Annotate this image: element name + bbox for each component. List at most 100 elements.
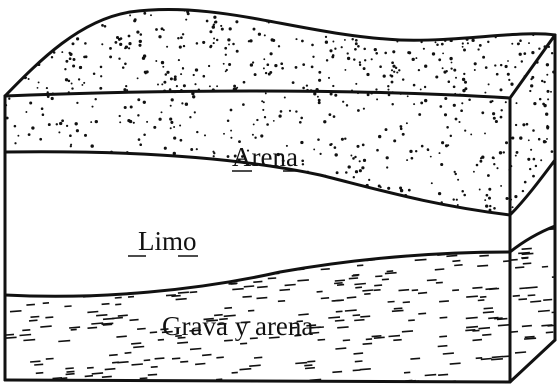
sand-dot — [278, 45, 280, 47]
gravel-dash — [140, 378, 148, 379]
sand-dot — [66, 194, 69, 197]
sand-dot — [438, 192, 441, 195]
gravel-dash — [332, 258, 342, 259]
gravel-dash — [73, 279, 80, 280]
sand-dot — [108, 212, 110, 214]
sand-dot — [55, 17, 57, 19]
sand-dot — [318, 71, 321, 74]
gravel-dash — [498, 325, 509, 326]
sand-dot — [307, 16, 309, 18]
sand-dot — [524, 59, 527, 62]
sand-dot — [142, 214, 144, 216]
gravel-dash — [96, 315, 107, 316]
sand-dot — [119, 115, 121, 117]
sand-dot — [549, 63, 552, 66]
sand-dot — [59, 165, 62, 168]
sand-dot — [533, 102, 536, 105]
sand-dot — [538, 138, 541, 141]
gravel-dash — [434, 251, 444, 252]
sand-dot — [304, 202, 306, 204]
sand-dot — [80, 66, 82, 68]
sand-dot — [69, 169, 71, 171]
sand-dot — [378, 135, 381, 138]
sand-dot — [533, 19, 536, 22]
sand-dot — [431, 182, 433, 184]
sand-dot — [28, 45, 30, 47]
sand-dot — [122, 66, 125, 69]
sand-dot — [406, 122, 408, 124]
gravel-dash — [172, 358, 180, 359]
sand-dot — [88, 156, 90, 158]
sand-dot — [391, 69, 393, 71]
sand-dot — [523, 52, 526, 55]
sand-dot — [124, 106, 127, 109]
sand-dot — [68, 52, 70, 54]
gravel-dash — [286, 251, 294, 252]
gravel-dash — [99, 256, 107, 257]
sand-dot — [64, 68, 66, 70]
sand-dot — [495, 26, 497, 28]
sand-dot — [435, 41, 437, 43]
gravel-dash — [102, 376, 112, 377]
sand-dot — [424, 65, 427, 68]
sand-dot — [499, 151, 502, 154]
sand-dot — [383, 74, 386, 77]
sand-dot — [64, 203, 66, 205]
gravel-dash — [34, 364, 43, 365]
gravel-dash — [519, 226, 530, 227]
gravel-dash — [514, 234, 521, 235]
sand-dot — [485, 204, 488, 207]
sand-dot — [453, 104, 456, 107]
gravel-dash — [144, 360, 151, 361]
sand-dot — [363, 67, 366, 70]
sand-dot — [281, 185, 284, 188]
sand-dot — [290, 201, 293, 204]
sand-dot — [269, 71, 272, 74]
sand-dot — [438, 58, 441, 61]
sand-dot — [180, 36, 183, 39]
sand-dot — [71, 11, 74, 14]
sand-dot — [382, 24, 384, 26]
sand-dot — [336, 171, 339, 174]
sand-dot — [230, 174, 232, 176]
sand-dot — [543, 104, 546, 107]
sand-dot — [202, 181, 205, 184]
sand-dot — [496, 73, 499, 76]
sand-dot — [500, 88, 503, 91]
gravel-dash — [318, 340, 326, 341]
sand-dot — [69, 134, 72, 137]
sand-dot — [448, 31, 451, 34]
sand-dot — [324, 205, 327, 208]
sand-dot — [195, 68, 198, 71]
sand-dot — [83, 82, 85, 84]
sand-dot — [324, 192, 326, 194]
gravel-dash — [206, 277, 212, 278]
sand-dot — [526, 65, 528, 67]
sand-dot — [149, 213, 152, 216]
sand-dot — [45, 26, 48, 29]
sand-dot — [455, 77, 457, 79]
gravel-dash — [219, 268, 231, 269]
gravel-dash — [337, 327, 348, 328]
sand-dot — [376, 149, 379, 152]
sand-dot — [375, 88, 377, 90]
gravel-dash — [404, 372, 410, 373]
sand-dot — [532, 175, 535, 178]
sand-dot — [487, 30, 490, 33]
sand-dot — [444, 97, 447, 100]
gravel-dash — [543, 300, 552, 301]
sand-dot — [361, 166, 364, 169]
gravel-dash — [87, 312, 98, 313]
gravel-dash — [335, 280, 345, 281]
gravel-dash — [7, 337, 17, 338]
sand-dot — [470, 0, 473, 3]
sand-dot — [92, 106, 94, 108]
sand-dot — [51, 97, 54, 100]
sand-dot — [263, 101, 265, 103]
sand-dot — [542, 25, 544, 27]
sand-dot — [107, 2, 110, 5]
sand-dot — [37, 87, 39, 89]
sand-dot — [391, 81, 394, 84]
sand-dot — [359, 210, 362, 213]
gravel-dash — [121, 272, 131, 273]
